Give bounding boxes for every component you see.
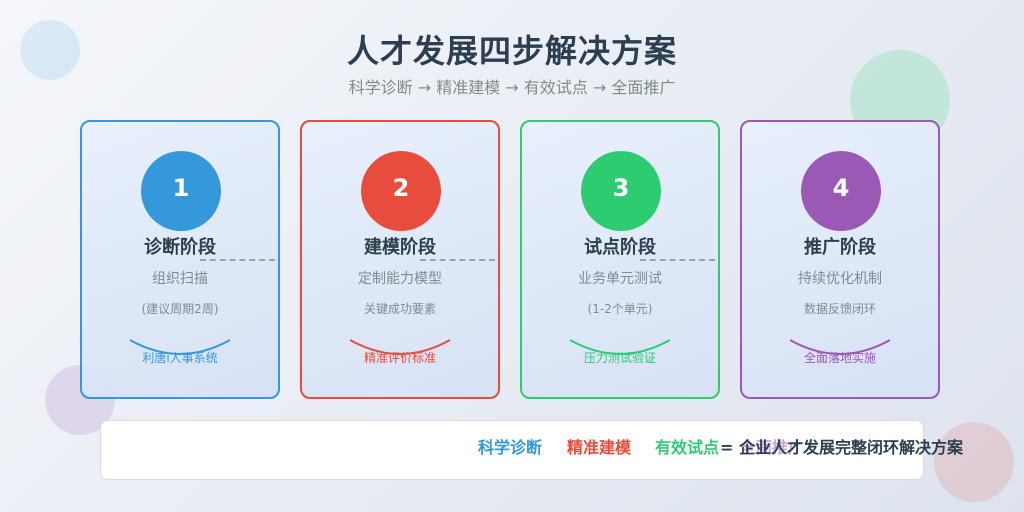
page-subtitle: 科学诊断 → 精准建模 → 有效试点 → 全面推广 (348, 78, 676, 97)
step-number-badge: 2 (361, 151, 441, 231)
step-note: (建议周期2周) (141, 302, 219, 316)
step-description: 组织扫描 (152, 271, 208, 287)
step-number-badge: 3 (581, 151, 661, 231)
step-note: (1-2个单元) (587, 302, 653, 316)
step-tool: 利唐i人事系统 (142, 351, 218, 365)
step-stage-title: 建模阶段 (364, 237, 436, 258)
step-number-badge: 1 (141, 151, 221, 231)
summary-result: = 企业人才发展完整闭环解决方案 (720, 438, 963, 457)
step-arc (350, 339, 450, 355)
step-tool: 压力测试验证 (583, 351, 656, 365)
step-card-4: 4 推广阶段 持续优化机制 数据反馈闭环 全面落地实施 (740, 120, 940, 399)
step-arc (790, 339, 890, 355)
step-number-badge: 4 (801, 151, 881, 231)
step-description: 持续优化机制 (798, 271, 882, 287)
step-note: 数据反馈闭环 (803, 302, 876, 316)
connector-line-1 (200, 259, 275, 261)
summary-item-rollout: 全面推广 (740, 438, 805, 457)
summary-item-pilot: 有效试点 (655, 438, 720, 457)
step-arc (130, 339, 230, 355)
step-description: 定制能力模型 (358, 271, 442, 287)
decor-circle-top-left (20, 20, 80, 80)
summary-bar (100, 420, 924, 480)
decor-circle-bottom-right (934, 422, 1014, 502)
step-tool: 精准评价标准 (363, 351, 436, 365)
page-title: 人才发展四步解决方案 (346, 32, 677, 70)
summary-item-modeling: 精准建模 (567, 438, 632, 457)
connector-line-2 (420, 259, 495, 261)
step-description: 业务单元测试 (578, 271, 662, 287)
step-arc (570, 339, 670, 355)
step-tool: 全面落地实施 (803, 351, 876, 365)
connector-line-3 (640, 259, 715, 261)
step-card-1: 1 诊断阶段 组织扫描 (建议周期2周) 利唐i人事系统 (80, 120, 280, 399)
step-note: 关键成功要素 (363, 302, 436, 316)
step-stage-title: 推广阶段 (804, 237, 876, 258)
summary-item-diagnosis: 科学诊断 (478, 438, 543, 457)
step-stage-title: 诊断阶段 (144, 237, 216, 258)
step-stage-title: 试点阶段 (584, 237, 656, 258)
